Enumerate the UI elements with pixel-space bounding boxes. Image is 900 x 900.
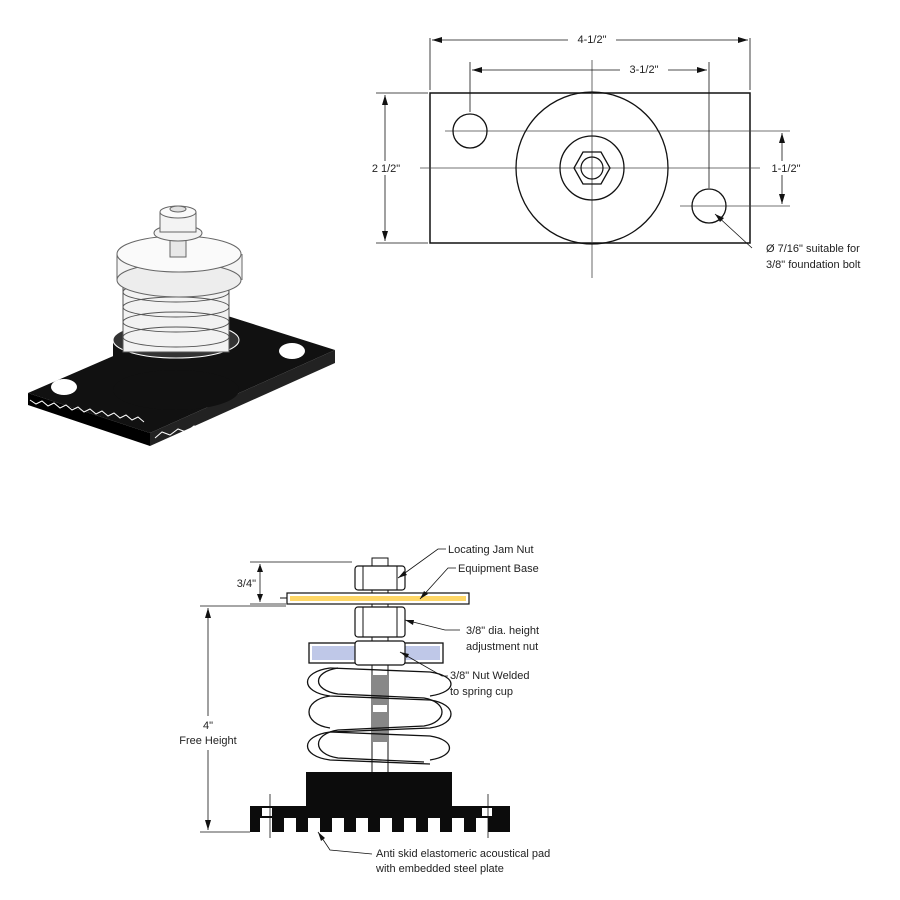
dim-base-clearance: 3/4": [237, 578, 256, 590]
callout-equipment-base: Equipment Base: [458, 563, 539, 575]
section-adjustment-nut: [354, 606, 406, 638]
isometric-mount-illustration: [28, 205, 335, 446]
section-lower-housing: [306, 772, 452, 806]
dim-free-height-value: 4": [203, 720, 213, 732]
hole-note-line1: Ø 7/16" suitable for: [766, 243, 860, 255]
dim-free-height-label: Free Height: [179, 735, 236, 747]
plan-nut-hex: [573, 151, 611, 185]
section-welded-nut: [354, 640, 406, 666]
plan-spring-cup-circle: [515, 91, 669, 245]
iso-stud-nut: [153, 205, 203, 258]
callout-pad-note-line1: Anti skid elastomeric acoustical pad: [376, 848, 550, 860]
callout-adjustment-nut-line1: 3/8" dia. height: [466, 625, 539, 637]
plan-bolt-hole-right: [691, 188, 727, 224]
callout-pad-note-line2: with embedded steel plate: [375, 863, 504, 875]
dim-hole-offset: 1-1/2": [772, 163, 801, 175]
callout-locating-jam-nut: Locating Jam Nut: [448, 544, 534, 556]
section-view-drawing: 3/4" 4" Free Height Locating Jam Nut Equ…: [170, 544, 550, 875]
dim-bolt-spacing: 3-1/2": [630, 64, 659, 76]
section-acoustical-pad: [250, 794, 510, 838]
callout-welded-nut-line1: 3/8" Nut Welded: [450, 670, 530, 682]
plan-bolt-hole-left: [452, 113, 488, 149]
callout-adjustment-nut-line2: adjustment nut: [466, 641, 538, 653]
section-jam-nut: [354, 565, 406, 591]
dim-overall-depth: 2 1/2": [372, 163, 400, 175]
section-spring: [307, 667, 452, 765]
hole-note-line2: 3/8" foundation bolt: [766, 259, 860, 271]
plan-view-drawing: 4-1/2" 3-1/2" 2 1/2" 1-1/2" Ø 7/16" suit…: [364, 32, 860, 278]
dim-overall-width: 4-1/2": [578, 34, 607, 46]
callout-welded-nut-line2: to spring cup: [450, 686, 513, 698]
